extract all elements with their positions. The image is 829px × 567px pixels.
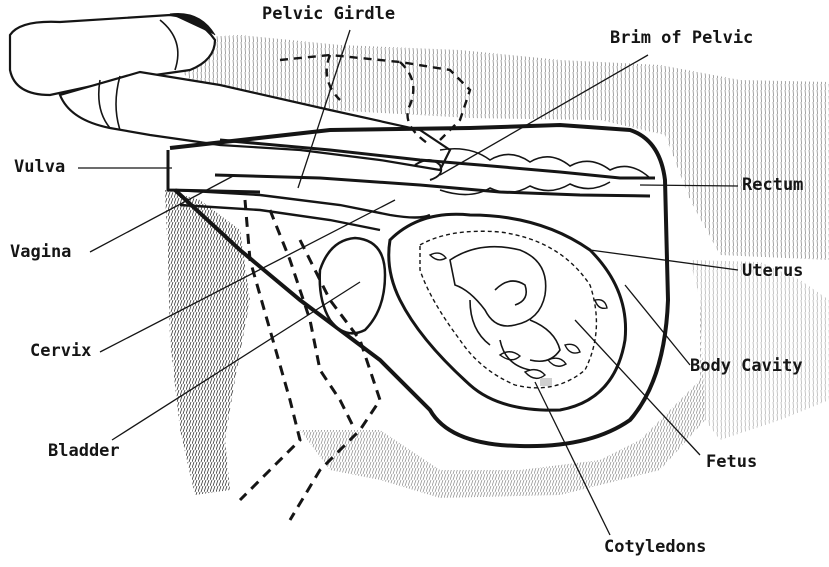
label-uterus: Uterus <box>742 261 803 281</box>
leader-body-cavity <box>625 285 690 365</box>
label-bladder: Bladder <box>48 441 120 461</box>
leader-uterus <box>590 250 738 270</box>
label-pelvic-girdle: Pelvic Girdle <box>262 4 395 24</box>
label-vulva: Vulva <box>14 157 65 177</box>
hindquarter-hide <box>165 190 250 495</box>
label-cotyledons: Cotyledons <box>604 537 706 557</box>
right-belly-hide <box>690 260 829 440</box>
bladder <box>320 238 385 333</box>
label-fetus: Fetus <box>706 452 757 472</box>
label-body-cavity: Body Cavity <box>690 356 803 376</box>
label-rectum: Rectum <box>742 175 803 195</box>
label-vagina: Vagina <box>10 242 71 262</box>
label-cervix: Cervix <box>30 341 91 361</box>
label-brim-of-pelvic: Brim of Pelvic <box>610 28 753 48</box>
uterus <box>389 214 626 410</box>
